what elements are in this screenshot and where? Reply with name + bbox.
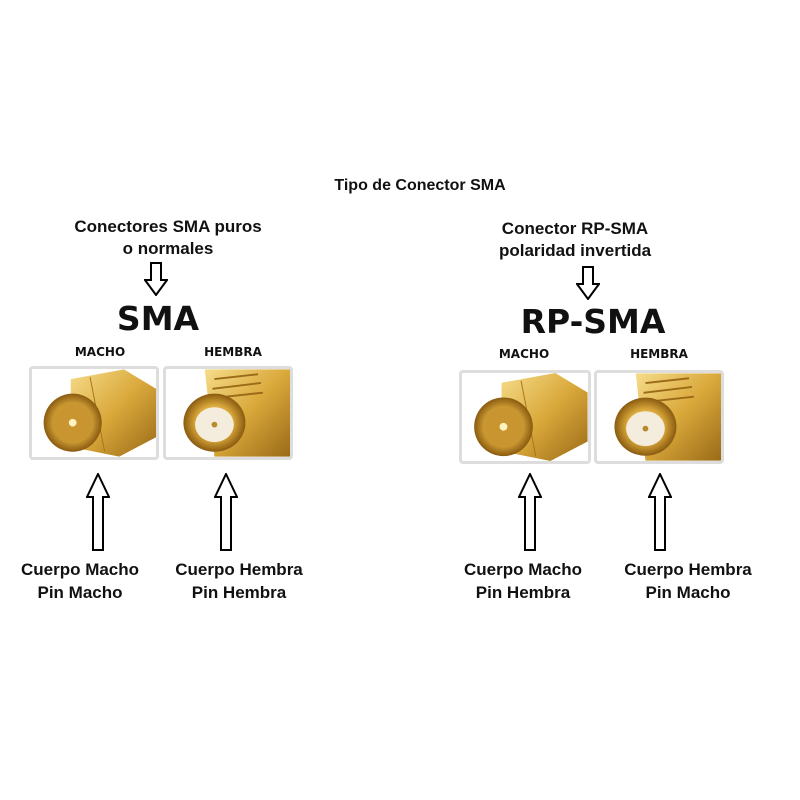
- sma-female-connector-image: [163, 366, 293, 460]
- sma-header-line1: Conectores SMA puros: [74, 217, 262, 236]
- down-arrow-icon: [144, 262, 168, 296]
- rpsma-title: RP-SMA: [520, 302, 666, 341]
- rpsma-male-desc-line1: Cuerpo Macho: [463, 560, 583, 579]
- up-arrow-icon: [86, 473, 110, 551]
- sma-title: SMA: [116, 299, 200, 338]
- rpsma-male-connector-image: [459, 370, 591, 464]
- rpsma-female-label: HEMBRA: [630, 347, 688, 361]
- sma-female-desc-line1: Cuerpo Hembra: [175, 560, 303, 579]
- sma-male-connector-image: [29, 366, 159, 460]
- up-arrow-icon: [648, 473, 672, 551]
- down-arrow-icon: [576, 266, 600, 300]
- diagram-title: Tipo de Conector SMA: [334, 177, 506, 194]
- rpsma-female-desc-line1: Cuerpo Hembra: [624, 560, 752, 579]
- sma-header-line2: o normales: [122, 239, 214, 258]
- sma-male-label: MACHO: [74, 345, 126, 359]
- rpsma-female-connector-image: [594, 370, 724, 464]
- sma-female-desc-line2: Pin Hembra: [191, 583, 287, 602]
- rpsma-header-line1: Conector RP-SMA: [501, 219, 649, 238]
- rpsma-female-desc-line2: Pin Macho: [645, 583, 731, 602]
- rpsma-male-label: MACHO: [498, 347, 550, 361]
- sma-male-desc-line1: Cuerpo Macho: [20, 560, 140, 579]
- up-arrow-icon: [214, 473, 238, 551]
- rpsma-male-desc-line2: Pin Hembra: [475, 583, 571, 602]
- rpsma-header-line2: polaridad invertida: [498, 241, 652, 260]
- up-arrow-icon: [518, 473, 542, 551]
- sma-male-desc-line2: Pin Macho: [37, 583, 123, 602]
- sma-female-label: HEMBRA: [204, 345, 262, 359]
